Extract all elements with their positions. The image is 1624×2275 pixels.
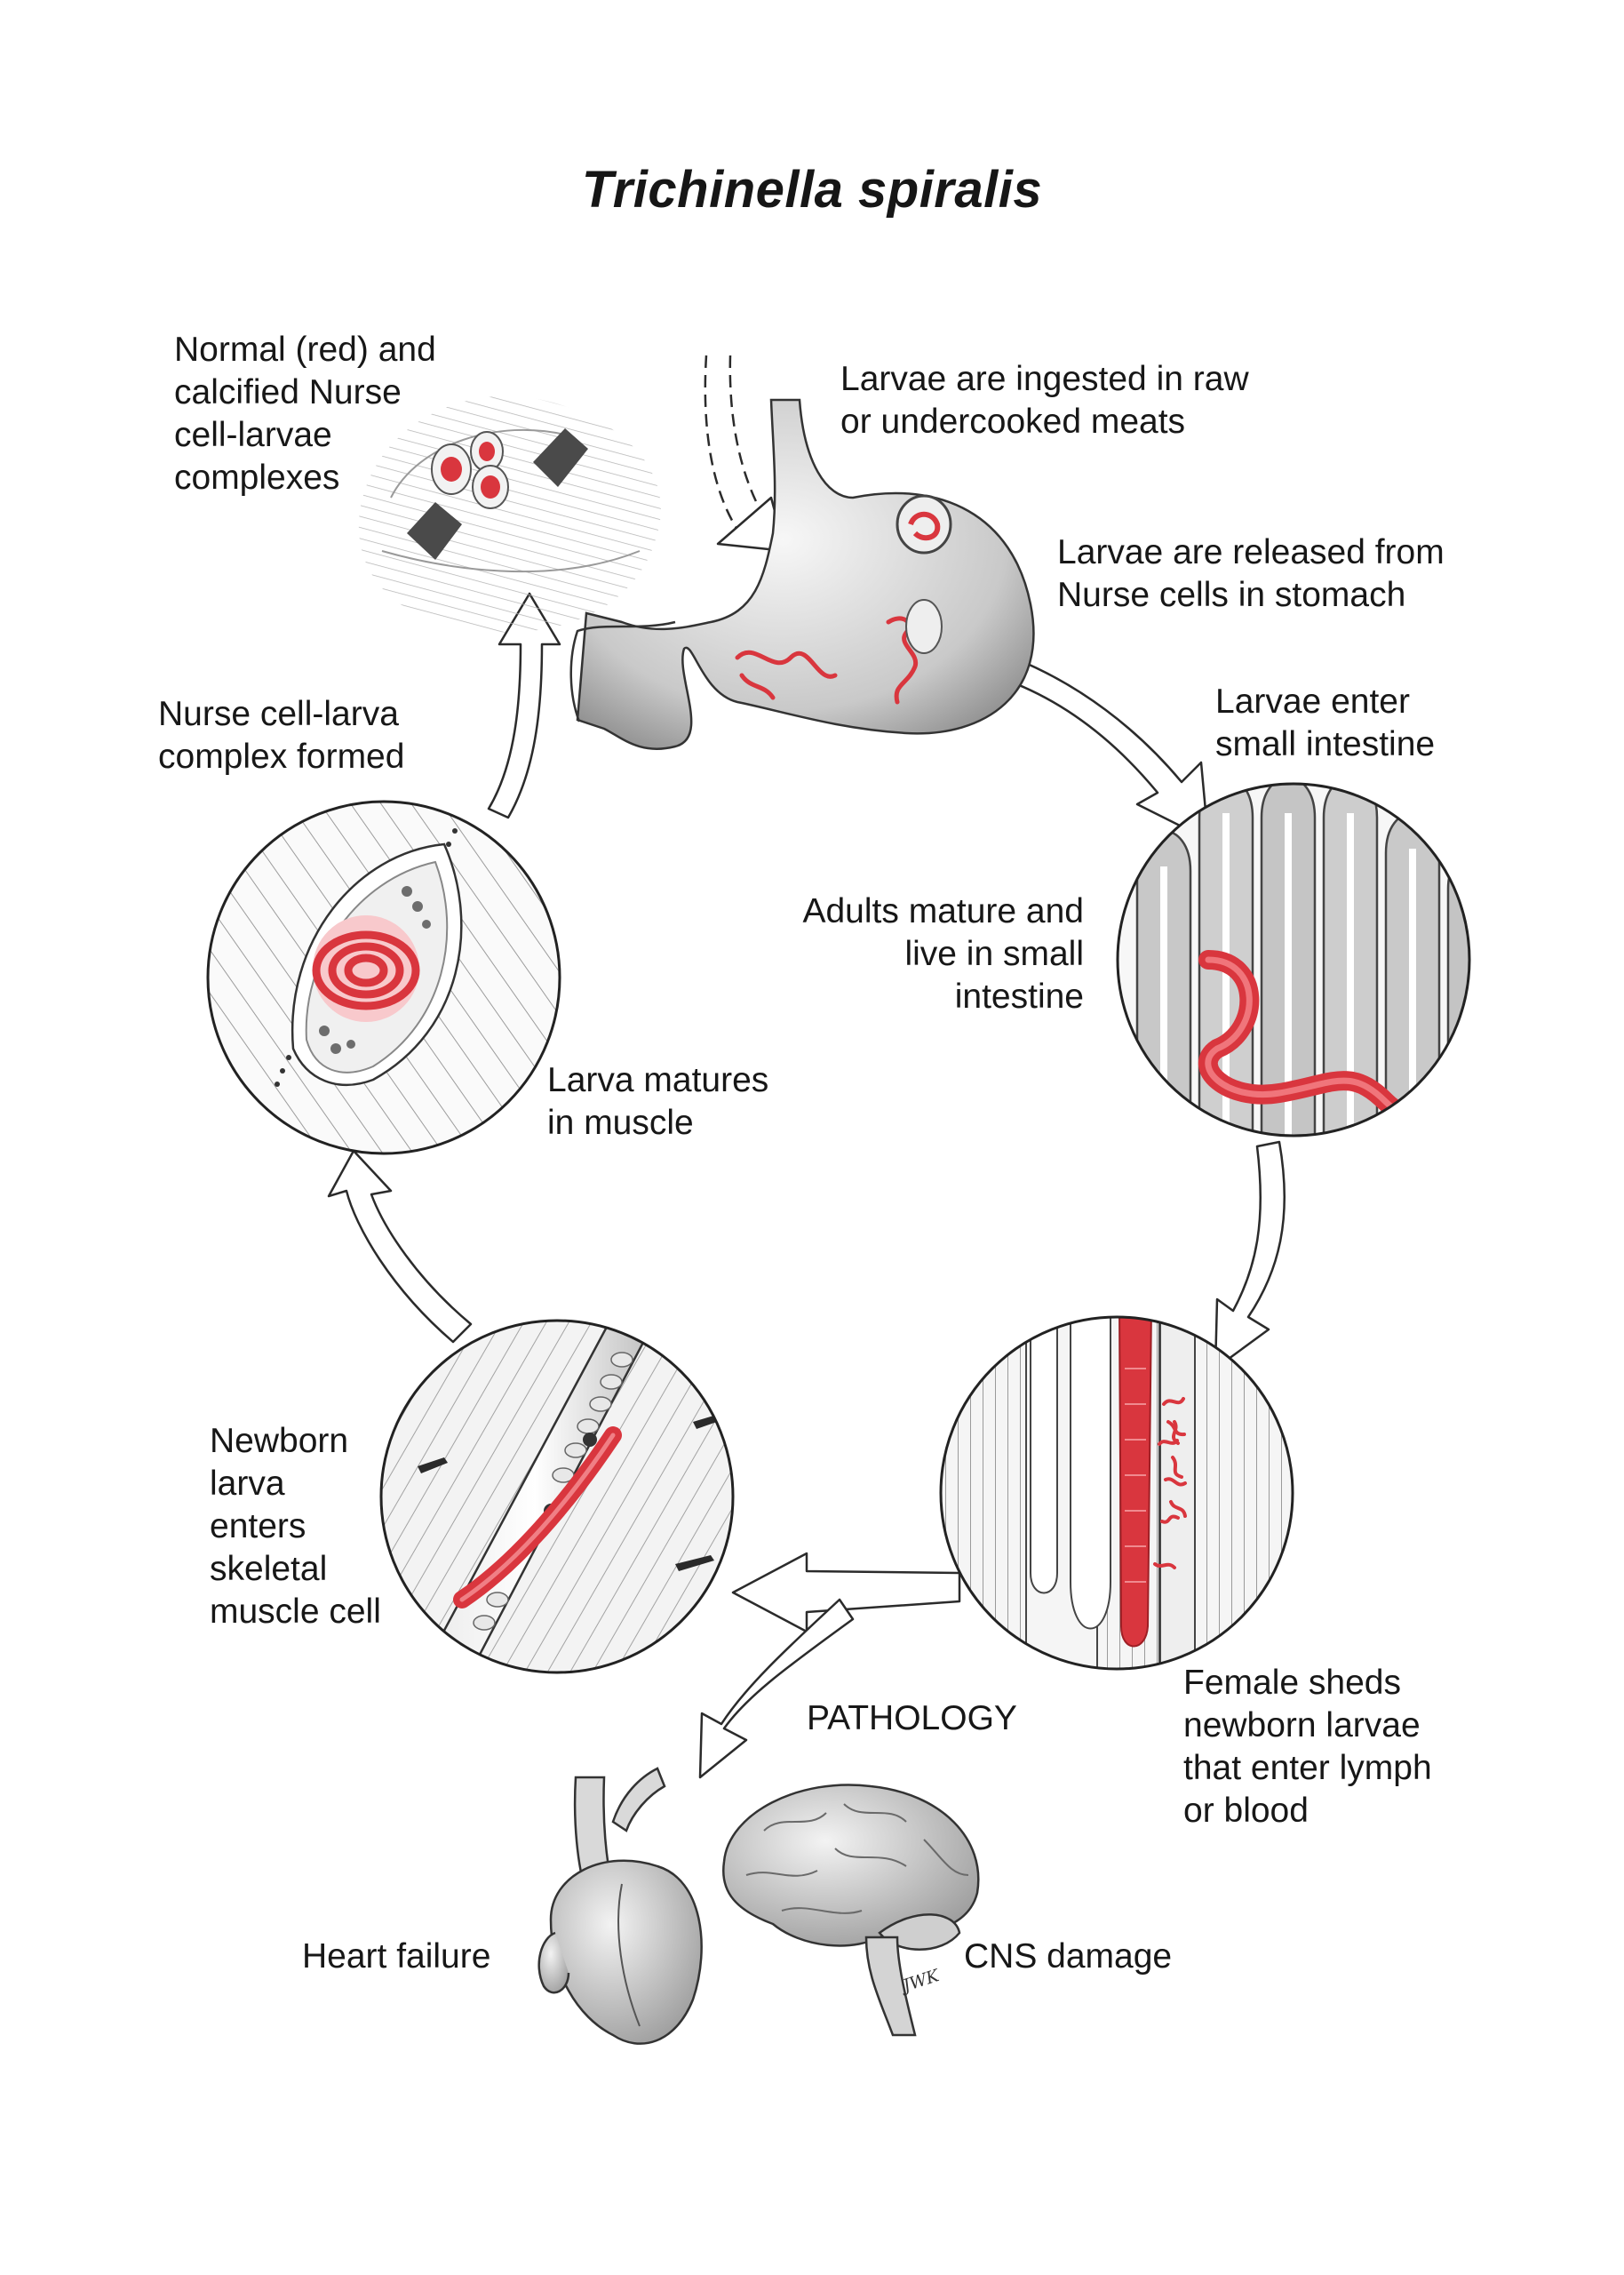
intestine-villi-circle <box>1116 782 1471 1138</box>
label-calcified-complexes: Normal (red) and calcified Nurse cell-la… <box>174 331 436 497</box>
label-pathology: PATHOLOGY <box>807 1699 1017 1737</box>
calcified-complexes-illustration <box>358 395 661 633</box>
female-worm-circle <box>939 1315 1294 1671</box>
label-adults-mature: Adults mature and live in small intestin… <box>802 892 1084 1016</box>
newborn-larva-circle <box>379 1319 735 1674</box>
label-cns-damage: CNS damage <box>964 1937 1173 1976</box>
label-heart-failure: Heart failure <box>302 1937 491 1976</box>
nurse-cell-circle <box>206 800 561 1155</box>
label-female-sheds: Female sheds newborn larvae that enter l… <box>1183 1664 1432 1830</box>
cycle-arrows <box>327 355 1286 1779</box>
label-newborn-enters-muscle: Newborn larva enters skeletal muscle cel… <box>210 1422 381 1631</box>
brain-illustration <box>722 1784 980 2037</box>
heart-illustration <box>537 1767 703 2045</box>
label-larvae-ingested: Larvae are ingested in raw or undercooke… <box>840 360 1249 441</box>
diagram-title: Trichinella spiralis <box>581 161 1043 219</box>
stomach-illustration <box>569 398 1035 750</box>
label-larvae-enter-intestine: Larvae enter small intestine <box>1215 682 1436 763</box>
label-nurse-complex-formed: Nurse cell-larva complex formed <box>158 695 405 776</box>
label-larvae-released: Larvae are released from Nurse cells in … <box>1057 533 1445 614</box>
label-larva-matures: Larva matures in muscle <box>547 1061 769 1142</box>
